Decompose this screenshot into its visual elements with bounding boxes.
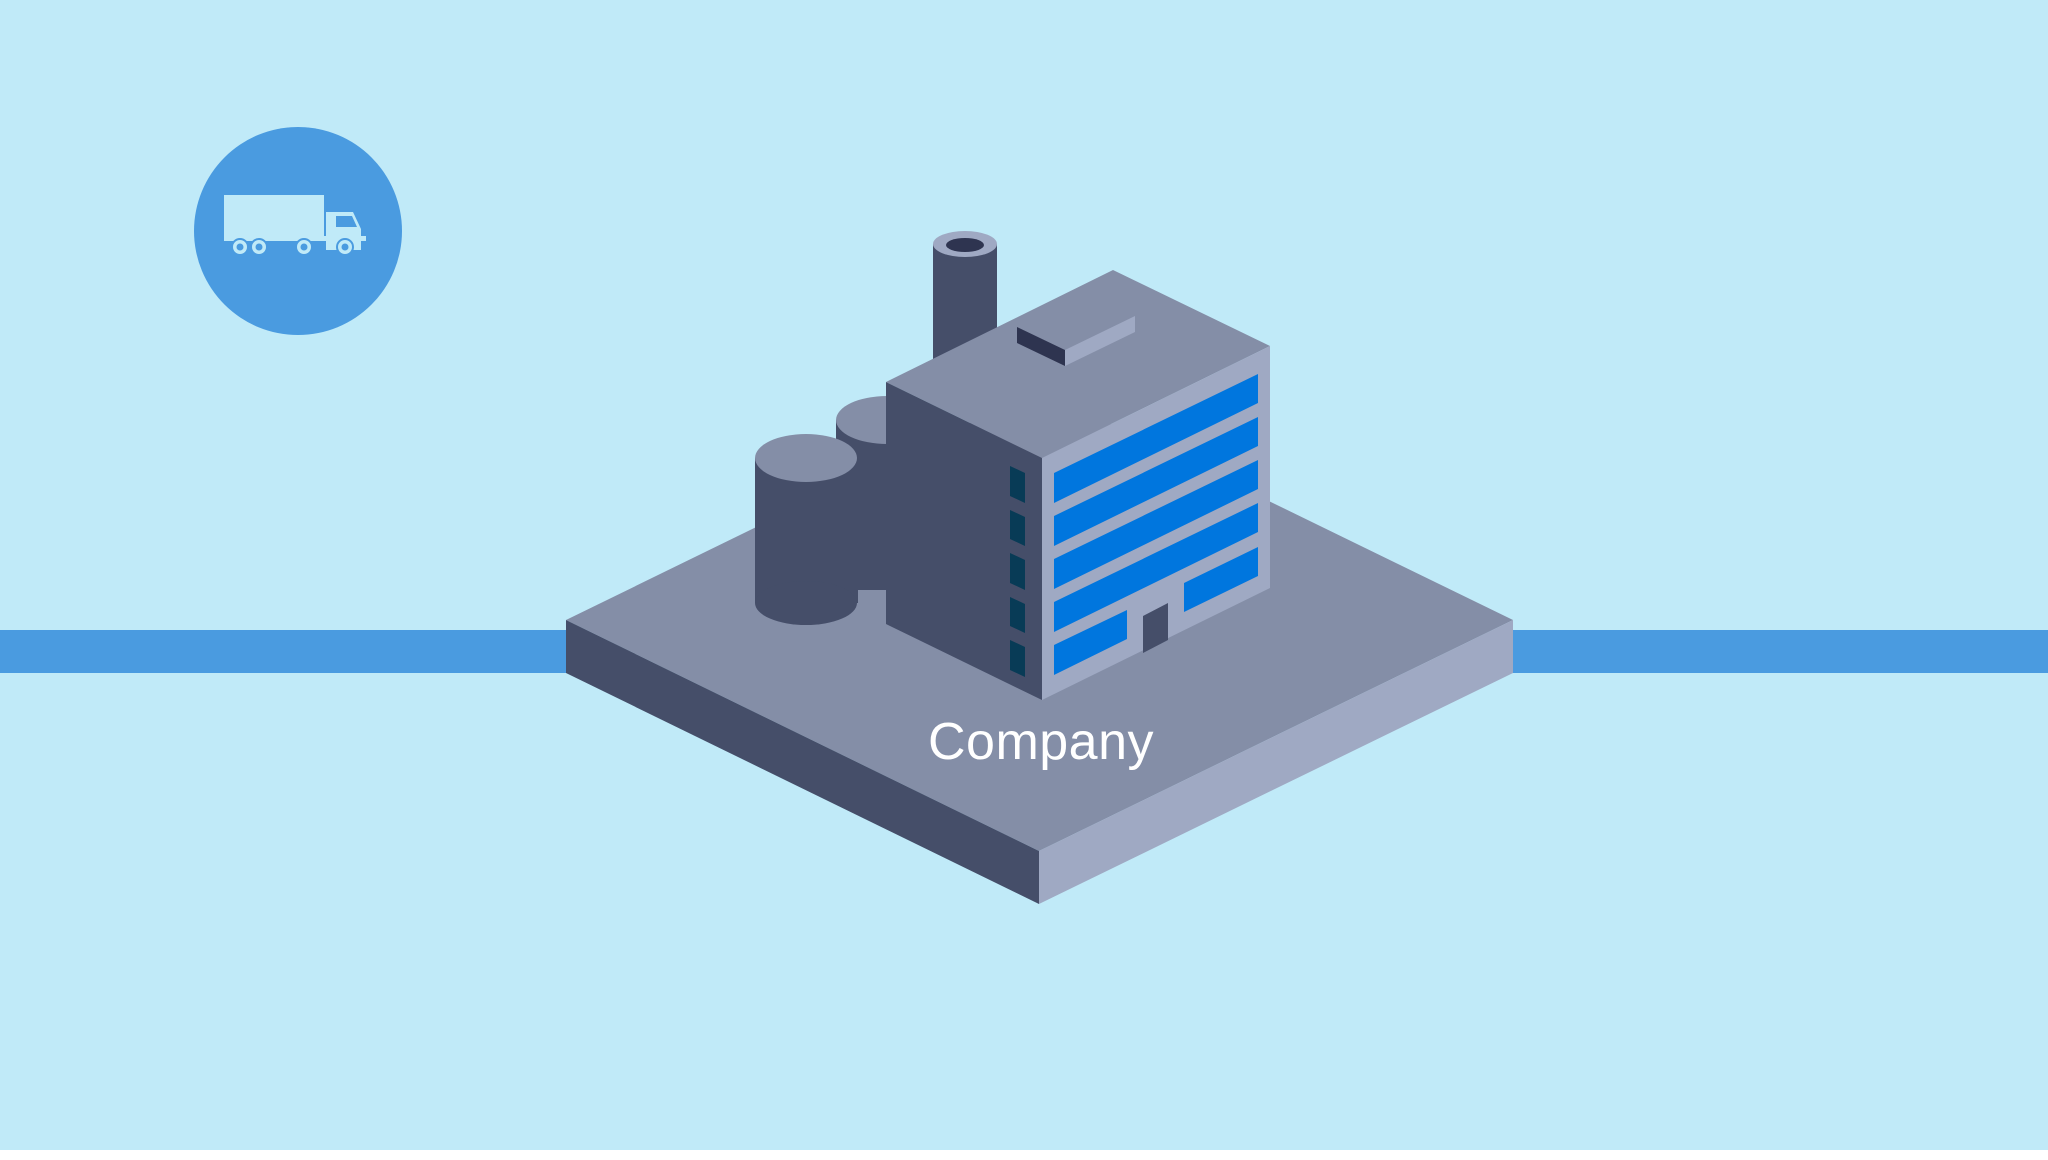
platform-right-side: [1039, 620, 1513, 904]
door: [1143, 603, 1168, 653]
window-band: [1054, 460, 1258, 589]
truck-badge: [194, 127, 402, 335]
window-band: [1054, 503, 1258, 632]
slit-window: [1010, 640, 1025, 677]
tank-front: [755, 434, 858, 625]
road-left: [0, 630, 566, 673]
window-band: [1054, 374, 1258, 503]
window-band: [1054, 417, 1258, 546]
window-band: [1184, 547, 1258, 612]
slit-window: [1010, 510, 1025, 546]
road-right: [1512, 630, 2048, 673]
truck-icon: [224, 195, 366, 256]
slit-window: [1010, 466, 1025, 503]
slit-window: [1010, 553, 1025, 590]
platform-left-side: [566, 620, 1039, 904]
building-roof: [886, 270, 1270, 458]
building-left-wall: [886, 382, 1042, 700]
factory-building: [886, 270, 1270, 700]
window-band: [1054, 610, 1127, 675]
slit-window: [1010, 597, 1025, 633]
company-label: Company: [927, 713, 1155, 771]
